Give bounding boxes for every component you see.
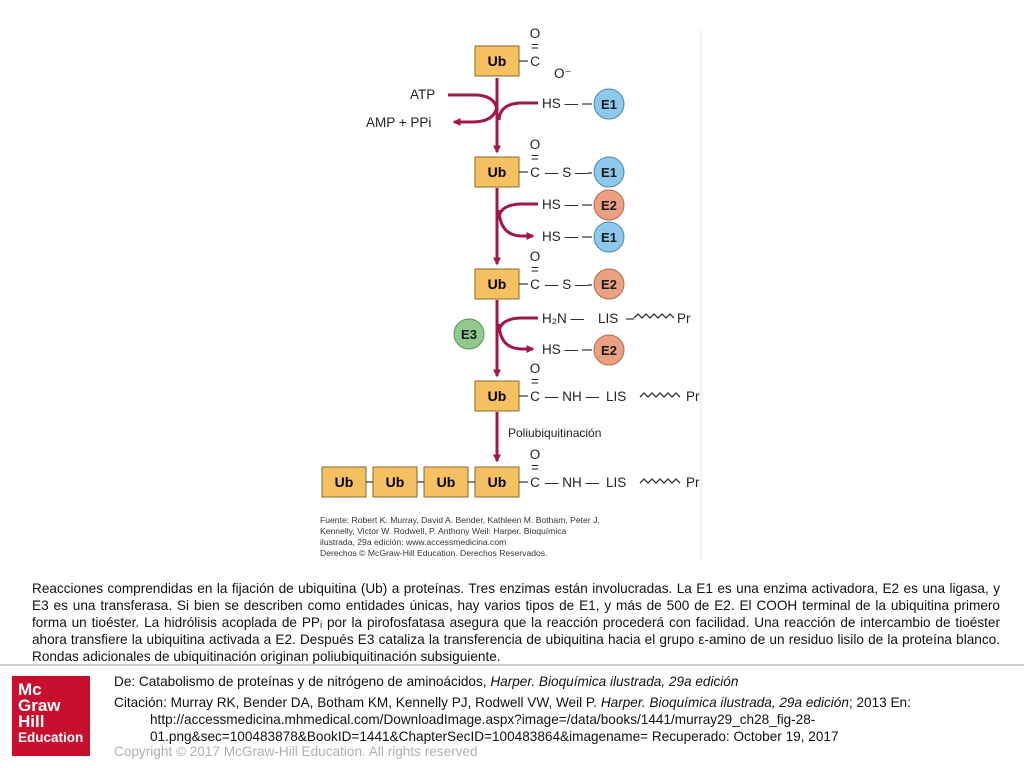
h2n-label: H₂N — [542, 311, 584, 326]
h2n-lys-in-arrow [497, 316, 538, 333]
citation-authors: Citación: Murray RK, Bender DA, Botham K… [114, 695, 594, 710]
protein-label: Pr [686, 389, 700, 404]
ub-label: Ub [335, 474, 354, 490]
enzyme-e2-label: E2 [601, 277, 617, 292]
mcgraw-hill-logo: Mc Graw Hill Education [12, 676, 90, 756]
enzyme-e3 [453, 318, 485, 350]
source-line-3: ilustrada, 29a edición: www.accessmedici… [320, 537, 506, 547]
logo-line: Education [18, 730, 84, 745]
logo-line: Mc [18, 680, 42, 699]
hs-e2-out-arrow [497, 323, 535, 353]
source-reference: De: Catabolismo de proteínas y de nitróg… [114, 673, 1004, 690]
enzyme-e1 [593, 88, 625, 120]
enzyme-e3-label: E3 [461, 327, 477, 342]
carbon-label: C [530, 475, 540, 490]
enzyme-e1-label: E1 [601, 165, 617, 180]
ub-box-e1 [474, 156, 520, 188]
citation-url-line-1: http://accessmedicina.mhmedical.com/Down… [150, 712, 816, 727]
double-bond-label: = [531, 150, 539, 165]
reference-block: De: Catabolismo de proteínas y de nitróg… [114, 673, 1004, 745]
citation-separator: . [593, 695, 601, 710]
nh-bond-label: — NH — [545, 389, 600, 404]
hs-e1-out-arrow [497, 209, 535, 240]
nh-bond-label: — NH — [545, 475, 600, 490]
ub-label: Ub [488, 388, 507, 404]
logo-line: Graw [18, 696, 61, 715]
lys-bond-label: LIS [606, 475, 626, 490]
hs-label: HS — [542, 96, 579, 111]
lys-label: LIS [598, 311, 618, 326]
amp-ppi-label: AMP + PPi [366, 115, 431, 130]
hs-e2-in-arrow [497, 202, 538, 219]
ub-boxes: Ub Ub Ub Ub Ub Ub Ub Ub [321, 45, 520, 498]
source-line-1: Fuente: Robert K. Murray, David A. Bende… [320, 515, 600, 525]
lys-bond-label: LIS [606, 389, 626, 404]
enzyme-e1 [593, 156, 625, 188]
citation: Citación: Murray RK, Bender DA, Botham K… [114, 694, 1004, 711]
enzyme-e2-label: E2 [601, 198, 617, 213]
hs-e1-in-arrow [497, 101, 538, 121]
ub-label: Ub [488, 53, 507, 69]
carbon-label: C [530, 389, 540, 404]
citation-suffix: ; 2013 En: [848, 695, 911, 710]
oxygen-label: O [530, 447, 541, 462]
citation-url-line-2: 01.png&sec=100483878&BookID=1441&Chapter… [150, 729, 839, 744]
ubiquitination-diagram: Ub Ub Ub Ub Ub Ub Ub Ub O = C O⁻ [320, 26, 702, 560]
ub-label: Ub [488, 474, 507, 490]
enzyme-e2 [593, 268, 625, 300]
double-bond-label: = [531, 262, 539, 277]
hs-label: HS — [542, 229, 579, 244]
double-bond-label: = [531, 39, 539, 54]
ub-label: Ub [437, 474, 456, 490]
logo-line: Hill [18, 712, 45, 731]
double-bond-label: = [531, 374, 539, 389]
ub-label: Ub [386, 474, 405, 490]
enzyme-e1-label: E1 [601, 97, 617, 112]
protein-chain-wavy [639, 392, 681, 398]
citation-book: Harper. Bioquímica ilustrada, 29a edició… [600, 695, 849, 710]
ub-label: Ub [488, 276, 507, 292]
protein-chain-wavy [633, 313, 675, 319]
double-bond-label: = [531, 460, 539, 475]
oxygen-label: O [530, 26, 541, 41]
s-bond-label: — S — [545, 165, 589, 180]
side-arrows [448, 93, 538, 353]
copyright-notice: Copyright © 2017 McGraw-Hill Education. … [114, 744, 478, 759]
protein-label: Pr [677, 311, 691, 326]
hs-label: HS — [542, 197, 579, 212]
s-bond-label: — S — [545, 277, 589, 292]
hs-label: HS — [542, 342, 579, 357]
source-book: Harper. Bioquímica ilustrada, 29a edició… [490, 674, 739, 689]
ub-box-free [474, 45, 520, 77]
oxygen-label: O [530, 361, 541, 376]
carbon-label: C [530, 165, 540, 180]
ub-label: Ub [488, 164, 507, 180]
enzyme-e2 [593, 334, 625, 366]
source-line-2: Kennelly, Victor W. Rodwell, P. Anthony … [320, 526, 567, 536]
protein-chain-wavy [639, 478, 681, 484]
enzyme-e2-label: E2 [601, 343, 617, 358]
polyubiquitination-label: Poliubiquitinación [508, 426, 601, 440]
carbon-label: C [530, 277, 540, 292]
atp-in-arrow [448, 93, 499, 113]
protein-label: Pr [686, 475, 700, 490]
divider [0, 664, 1024, 666]
amp-out-arrow [452, 102, 499, 126]
figure-caption: Reacciones comprendidas en la fijación d… [32, 581, 1000, 664]
carboxylate-oxygen-label: O⁻ [554, 66, 572, 81]
enzyme-e1-label: E1 [601, 230, 617, 245]
enzyme-e1 [593, 221, 625, 253]
carbon-label: C [530, 54, 540, 69]
ub-box-e2 [474, 268, 520, 300]
source-prefix: De: Catabolismo de proteínas y de nitróg… [114, 674, 491, 689]
ub-box-lys [474, 380, 520, 412]
atp-label: ATP [410, 87, 435, 102]
oxygen-label: O [530, 249, 541, 264]
source-line-4: Derechos © McGraw-Hill Education. Derech… [320, 548, 547, 558]
enzyme-e2 [593, 189, 625, 221]
oxygen-label: O [530, 137, 541, 152]
